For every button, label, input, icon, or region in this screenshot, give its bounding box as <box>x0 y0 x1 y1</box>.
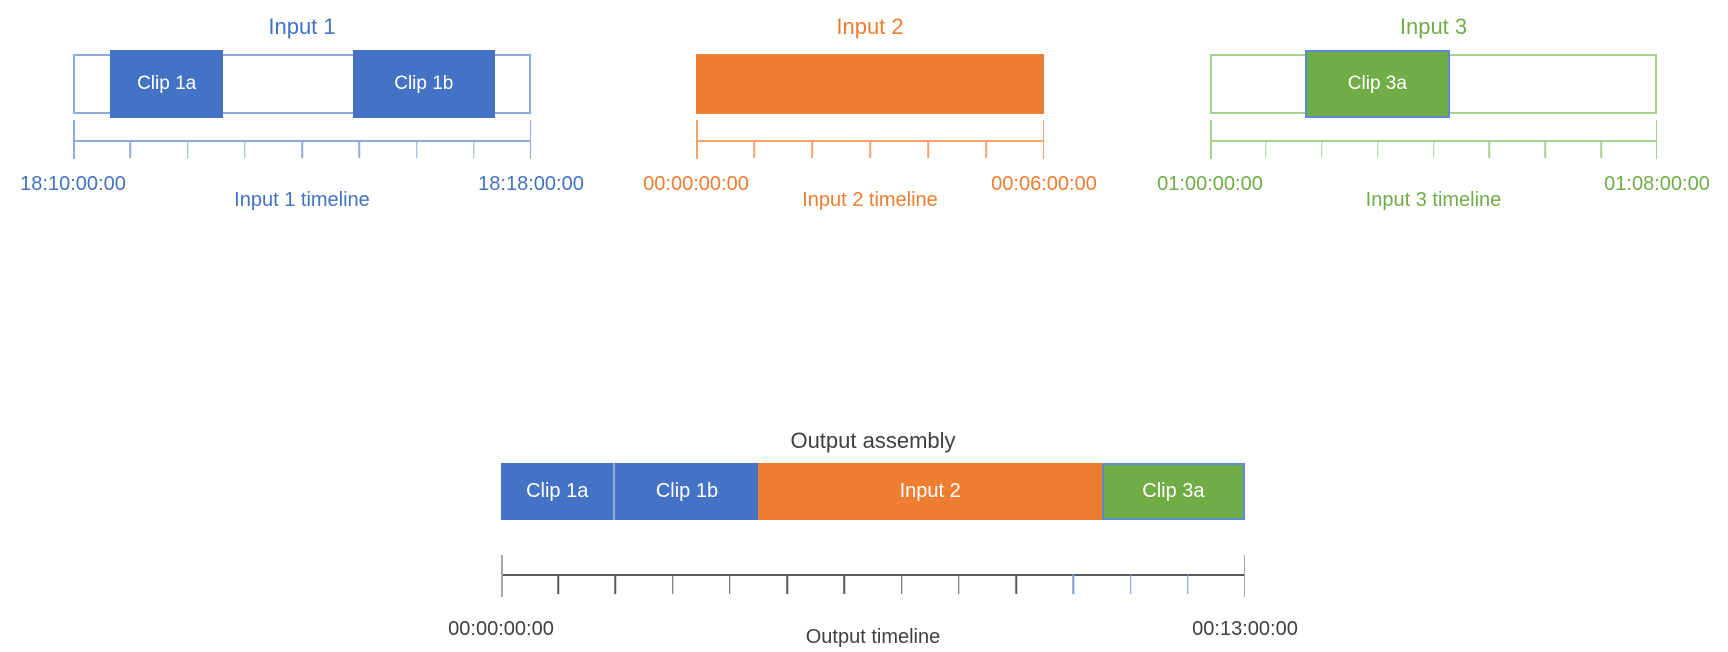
ruler-tick <box>1376 140 1379 158</box>
ruler-tick <box>557 574 559 594</box>
input-1-title: Input 1 <box>268 14 336 39</box>
input-2-group: Input 2 00:00:00:00 00:06:00:00 Input 2 … <box>643 14 1097 224</box>
input-2-title: Input 2 <box>836 14 904 39</box>
output-segment-clip-1a: Clip 1a <box>501 463 616 520</box>
output-segment-clip-1b: Clip 1b <box>615 463 759 520</box>
ruler-tick <box>927 140 929 158</box>
input-2-timeline-ruler <box>696 120 1044 159</box>
ruler-tick <box>869 140 871 158</box>
ruler-tick <box>985 140 987 158</box>
ruler-tick <box>244 140 246 158</box>
ruler-tick <box>753 140 755 158</box>
ruler-tick <box>1187 574 1189 594</box>
ruler-tick <box>415 140 418 158</box>
ruler-tick <box>1265 140 1267 158</box>
output-assembly-bar: Clip 1a Clip 1b Input 2 Clip 3a <box>501 463 1245 520</box>
ruler-tick <box>843 574 846 594</box>
clip-1b-box: Clip 1b <box>352 50 495 118</box>
input-3-end-timecode: 01:08:00:00 <box>1604 173 1710 195</box>
output-timeline-ruler <box>501 555 1245 597</box>
ruler-tick <box>958 574 960 594</box>
ruler-end-tick <box>1042 120 1044 159</box>
ruler-tick <box>358 140 360 158</box>
input-2-source-bar <box>696 54 1044 114</box>
ruler-end-tick <box>696 120 698 159</box>
clip-1a-label: Clip 1a <box>137 73 197 94</box>
output-segment-clip-1b-label: Clip 1b <box>655 480 719 502</box>
clip-3a-box: Clip 3a <box>1304 50 1451 118</box>
ruler-tick <box>811 140 813 158</box>
ruler-line <box>501 574 1245 576</box>
ruler-end-tick <box>1243 555 1245 597</box>
ruler-tick <box>1015 574 1017 594</box>
input-3-timeline-ruler <box>1210 120 1657 159</box>
output-segment-clip-1a-label: Clip 1a <box>526 480 589 502</box>
ruler-tick <box>473 140 475 158</box>
input-1-start-timecode: 18:10:00:00 <box>20 173 126 195</box>
ruler-tick <box>1321 140 1323 158</box>
input-1-group: Input 1 Clip 1a Clip 1b 18:10:00:00 18:1… <box>20 14 584 224</box>
input-3-group: Input 3 Clip 3a 01:00:00:00 01:08:00:00 … <box>1157 14 1710 224</box>
ruler-tick <box>671 574 674 594</box>
ruler-tick <box>1072 574 1075 594</box>
ruler-end-tick <box>501 555 503 597</box>
clip-1a-box: Clip 1a <box>110 50 224 118</box>
input-1-end-timecode: 18:18:00:00 <box>478 173 584 195</box>
ruler-tick <box>1544 140 1546 158</box>
ruler-tick <box>1129 574 1132 594</box>
output-segment-clip-3a: Clip 3a <box>1101 463 1245 520</box>
ruler-end-tick <box>1210 120 1212 159</box>
output-timeline-caption: Output timeline <box>805 626 941 648</box>
input-3-start-timecode: 01:00:00:00 <box>1157 173 1263 195</box>
ruler-tick <box>900 574 903 594</box>
output-segment-input-2-label: Input 2 <box>899 480 961 502</box>
input-3-title: Input 3 <box>1399 14 1468 39</box>
output-segment-input-2: Input 2 <box>758 463 1102 520</box>
clip-3a-label: Clip 3a <box>1347 73 1407 94</box>
ruler-tick <box>129 140 131 158</box>
input-2-end-timecode: 00:06:00:00 <box>991 173 1097 195</box>
output-start-timecode: 00:00:00:00 <box>448 618 554 640</box>
ruler-tick <box>1600 140 1602 158</box>
input-1-timeline-ruler <box>73 120 531 159</box>
output-end-timecode: 00:13:00:00 <box>1192 618 1298 640</box>
ruler-tick <box>1488 140 1491 158</box>
ruler-tick <box>1432 140 1435 158</box>
input-2-start-timecode: 00:00:00:00 <box>643 173 749 195</box>
input-1-timeline-caption: Input 1 timeline <box>234 189 370 211</box>
output-segment-clip-3a-label: Clip 3a <box>1142 480 1205 502</box>
ruler-tick <box>786 574 788 594</box>
ruler-end-tick <box>73 120 75 159</box>
clip-1b-label: Clip 1b <box>394 73 454 94</box>
ruler-tick <box>614 574 617 594</box>
ruler-tick <box>729 574 731 594</box>
input-3-timeline-caption: Input 3 timeline <box>1365 189 1502 211</box>
ruler-end-tick <box>529 120 531 159</box>
output-assembly-group: Output assembly Clip 1a Clip 1b Input 2 … <box>448 428 1298 652</box>
ruler-tick <box>186 140 189 158</box>
ruler-end-tick <box>1655 120 1657 159</box>
ruler-tick <box>301 140 303 158</box>
output-assembly-title: Output assembly <box>790 428 956 453</box>
input-2-timeline-caption: Input 2 timeline <box>802 189 938 211</box>
